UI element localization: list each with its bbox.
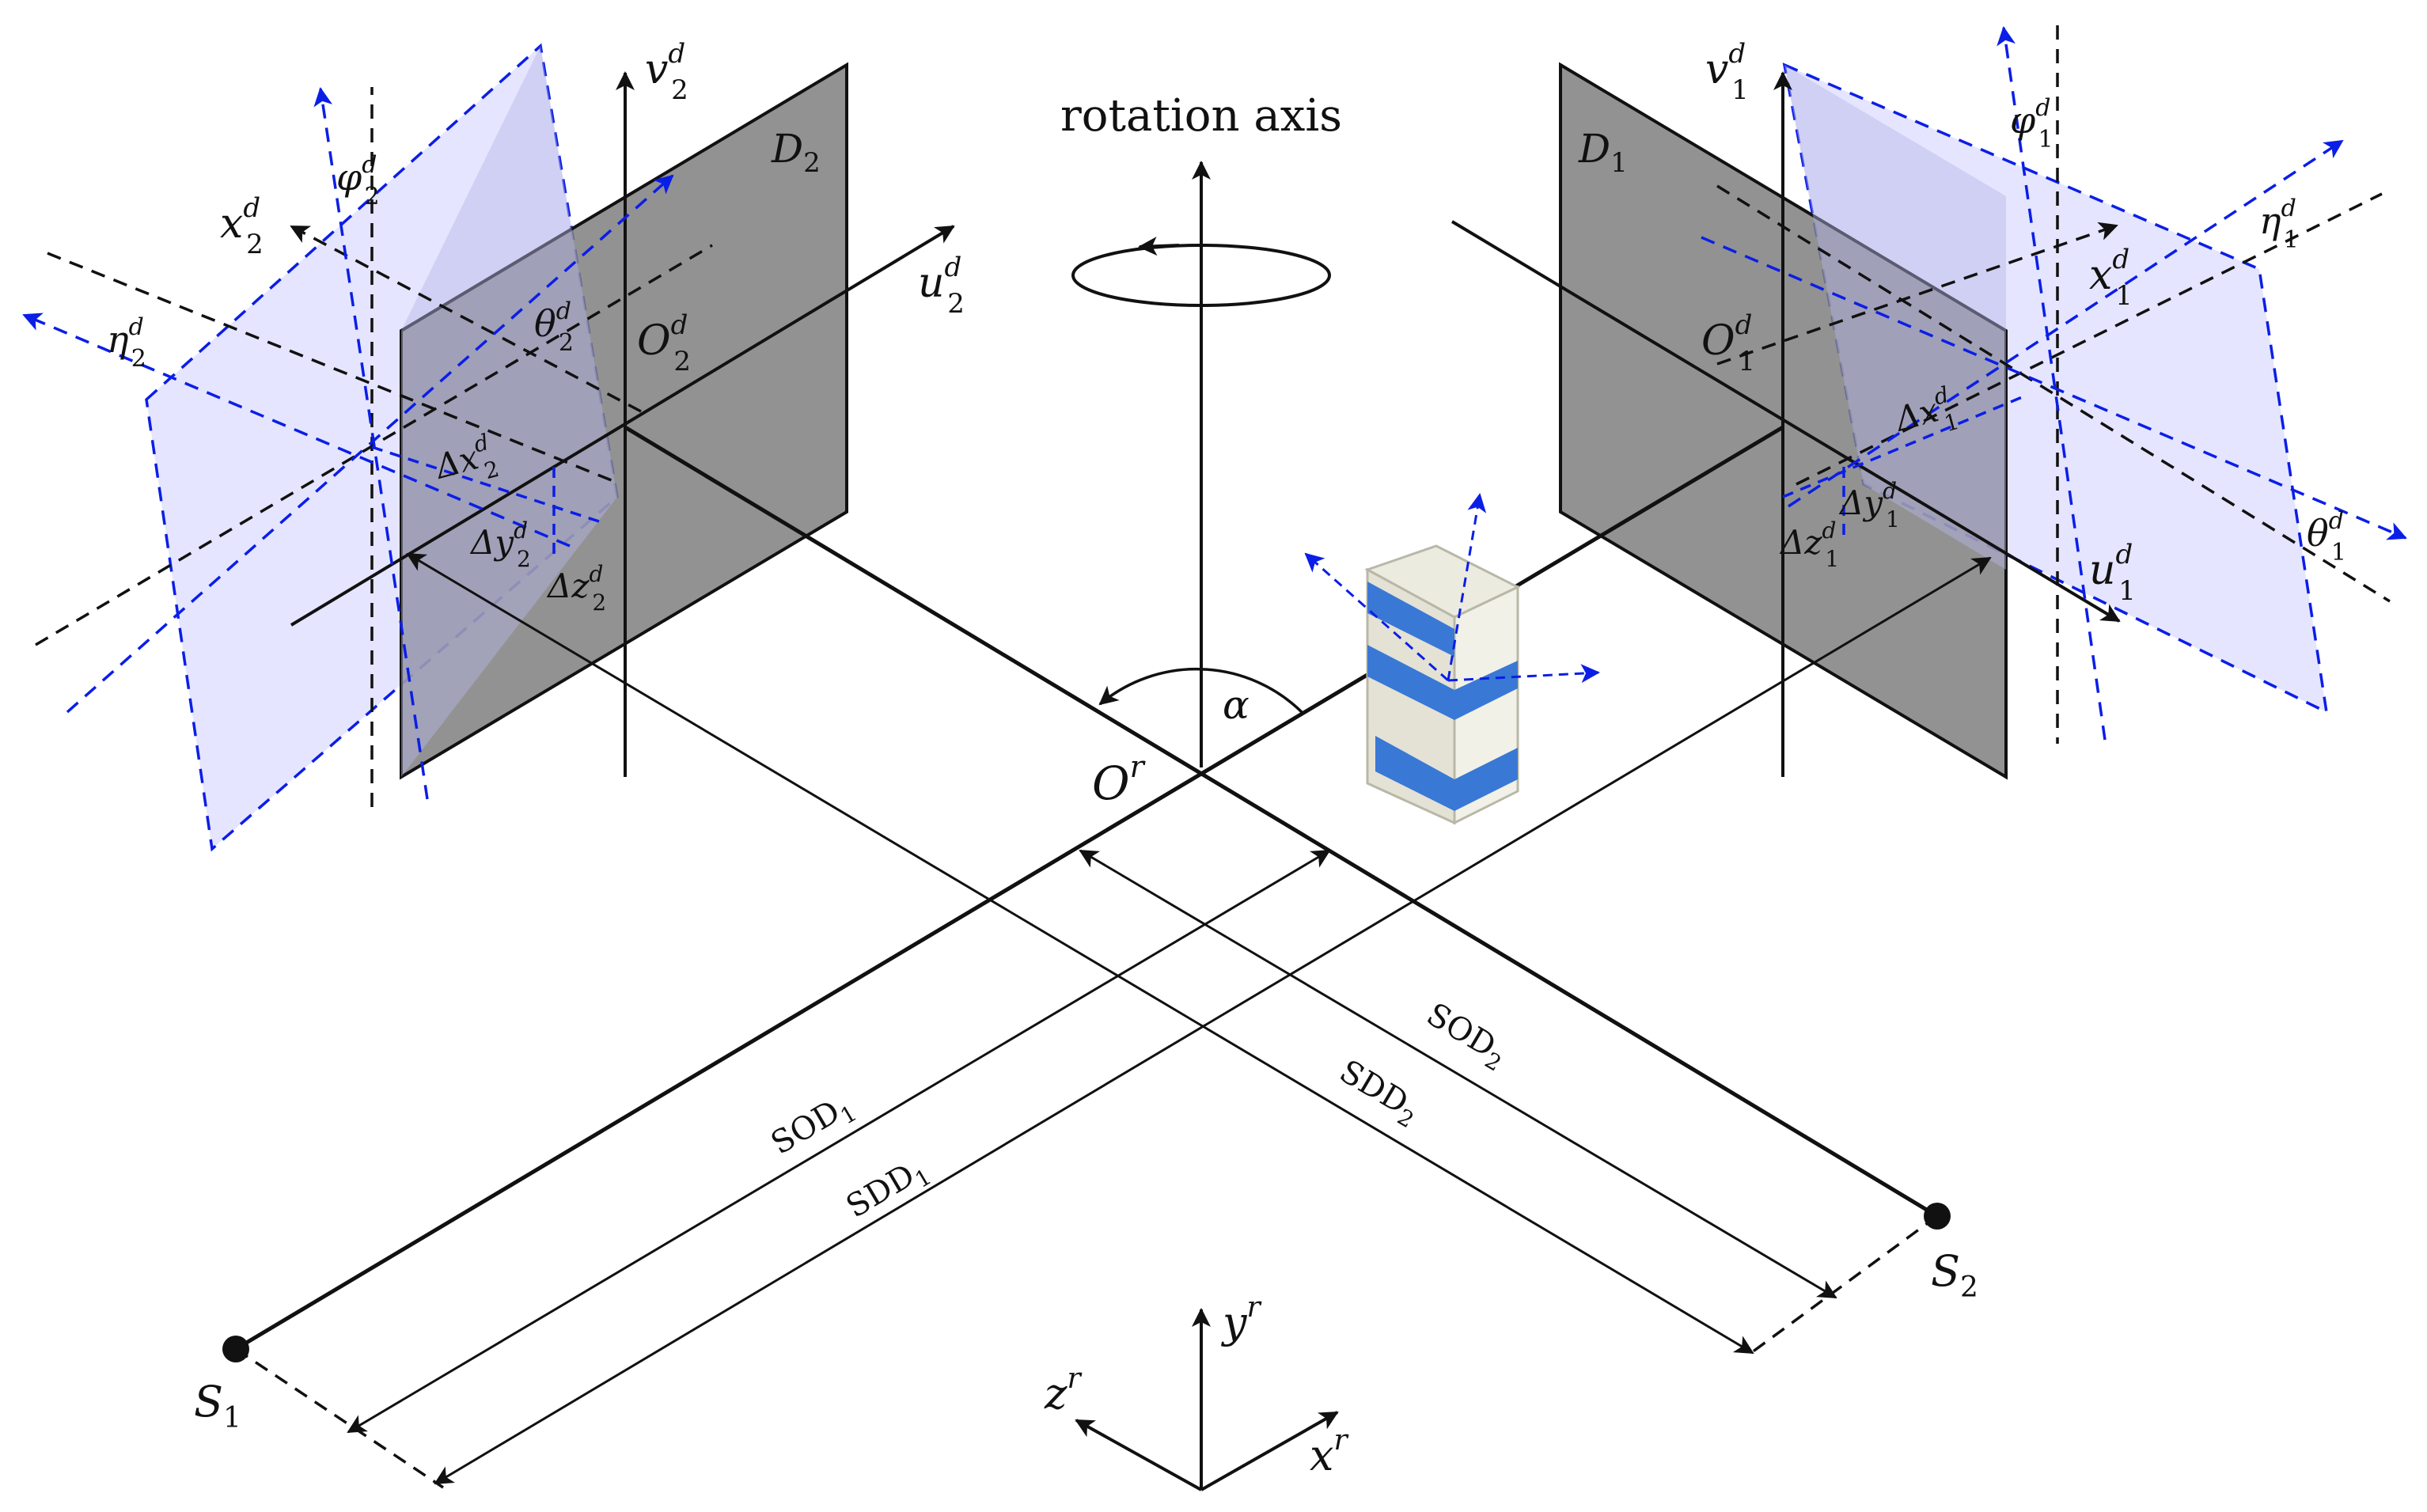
sod2-label: SOD2: [1417, 996, 1514, 1077]
alpha-label: α: [1223, 682, 1250, 728]
s2-dashed-baseline: [1747, 1215, 1939, 1356]
sod1-dimension: [347, 849, 1331, 1434]
detector-2-diag-dashed-a: [47, 252, 618, 484]
detector-2-u-axis: [290, 225, 955, 627]
frame-z-label: zr: [1044, 1362, 1082, 1419]
detector-2-x-dashed: [290, 225, 642, 413]
lego-brick-object-icon: [1304, 493, 1600, 825]
detector-1-label: D1: [1578, 126, 1628, 179]
lego-axis-left: [1304, 552, 1449, 682]
detector-2-label: D2: [771, 126, 821, 179]
sod1-label: SOD1: [765, 1086, 862, 1167]
detector-2-theta-axis: [66, 174, 674, 714]
sdd1-label: SDD1: [840, 1150, 936, 1230]
lego-axis-right: [1447, 664, 1600, 684]
rotation-arrow-icon: [1071, 244, 1331, 307]
lego-blue-1: [1367, 582, 1454, 657]
frame-x-axis: [1200, 1411, 1339, 1491]
detector-2-eta-axis: [22, 313, 571, 548]
detector-2-dx-seg: [371, 445, 602, 524]
sdd2-dimension: [406, 552, 1754, 1355]
frame-z-axis: [1075, 1419, 1202, 1491]
sdd1-dimension: [434, 556, 1992, 1485]
frame-x-label: xr: [1310, 1424, 1348, 1480]
lego-blue-2: [1367, 645, 1518, 720]
detector-1-tilted-overlap: [1784, 65, 2006, 570]
detector-1-dx-seg: [1782, 394, 2027, 498]
frame-y-label: yr: [1221, 1291, 1262, 1347]
detector-1-diag-dashed-a: [1716, 184, 2391, 603]
detector-1-phi-axis: [1997, 26, 2107, 741]
detector-1-eta-axis: [1701, 236, 2407, 540]
sod2-dimension: [1079, 849, 1837, 1299]
rotation-arrow-head: [1138, 237, 1180, 256]
source-2-point: [1924, 1203, 1951, 1230]
source-1-label: S1: [194, 1377, 241, 1434]
source-2-label: S2: [1931, 1246, 1978, 1304]
origin-label: Or: [1092, 749, 1147, 810]
detector-1-theta-axis: [1788, 139, 2344, 508]
rotation-axis-label: rotation axis: [1060, 90, 1342, 142]
source-1-point: [222, 1336, 249, 1362]
sdd2-label: SDD2: [1330, 1053, 1426, 1133]
detector-1-u-axis: [1451, 220, 2121, 623]
s1-dashed-baseline: [235, 1347, 444, 1489]
lego-blue-3: [1375, 736, 1518, 811]
detector-1-dx-label: Δxd1: [1888, 381, 1962, 449]
